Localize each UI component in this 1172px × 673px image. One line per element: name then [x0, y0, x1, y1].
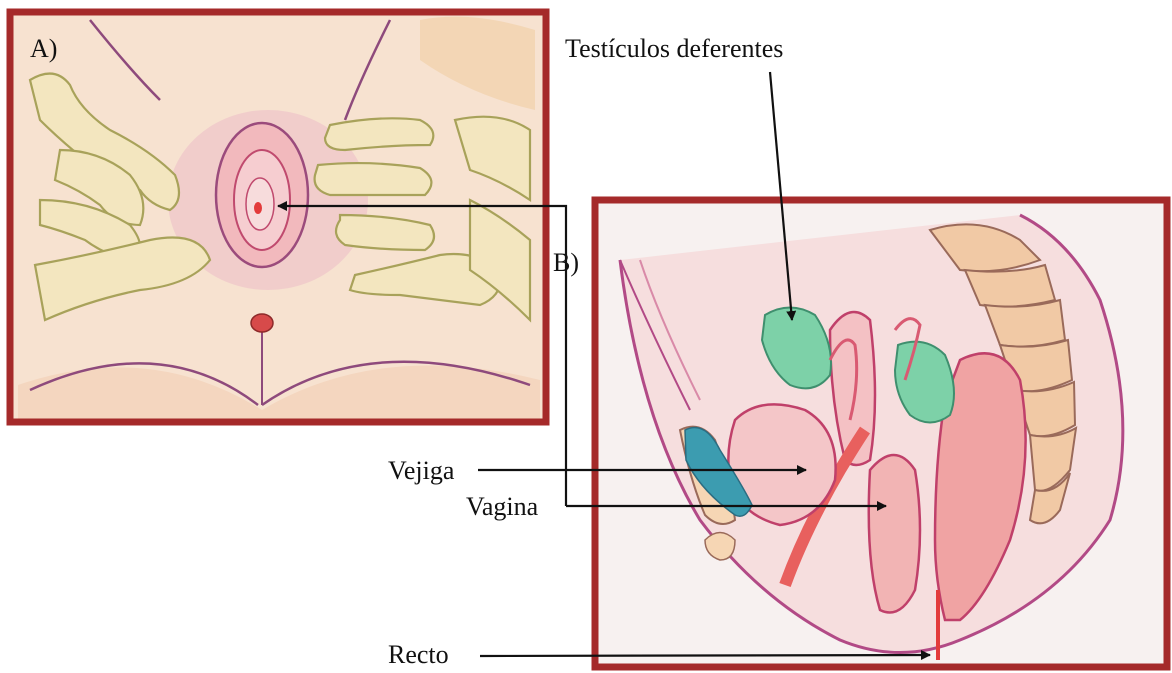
panel-a: [10, 12, 546, 422]
vagina-body: [869, 455, 920, 613]
label-vejiga: Vejiga: [388, 458, 454, 484]
panel-a-label: A): [30, 36, 57, 62]
panel-b-label: B): [553, 250, 579, 276]
label-recto: Recto: [388, 642, 449, 668]
label-vagina: Vagina: [466, 494, 538, 520]
vaginal-orifice-dot: [254, 202, 262, 214]
anus: [251, 314, 273, 332]
panel-b: [595, 200, 1167, 667]
label-testiculos-deferentes: Testículos deferentes: [565, 36, 783, 62]
arrow-recto: [480, 655, 930, 656]
